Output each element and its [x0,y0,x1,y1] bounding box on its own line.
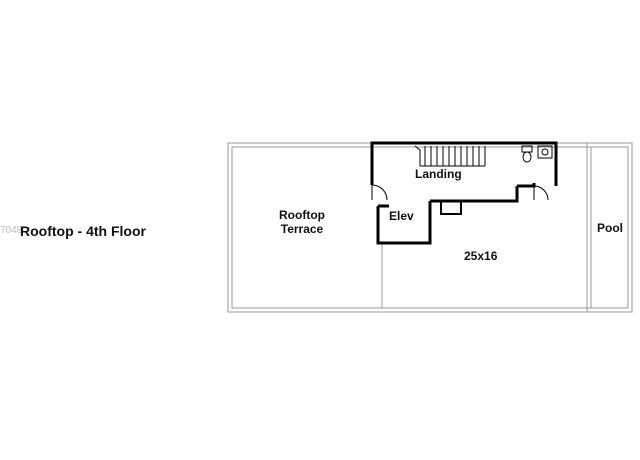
pool-label: Pool [597,221,623,235]
bath-fixtures [521,145,553,163]
door-elevator [371,184,388,201]
landing-label: Landing [415,167,462,181]
outer-perimeter-inner [231,146,629,309]
dimension-label: 25x16 [464,249,498,263]
terrace-label-line1: Rooftop [279,208,325,222]
door-bath [533,185,549,201]
pool-area [586,142,633,313]
watermark: 7048 [0,225,23,236]
elevator-pit [440,200,462,215]
rooftop-terrace-label: Rooftop Terrace [272,208,332,236]
terrace-label-line2: Terrace [280,222,324,236]
core-walls [370,141,558,245]
elevator-label: Elev [389,209,414,223]
floor-title: Rooftop - 4th Floor [20,223,146,239]
stairs [414,145,486,167]
